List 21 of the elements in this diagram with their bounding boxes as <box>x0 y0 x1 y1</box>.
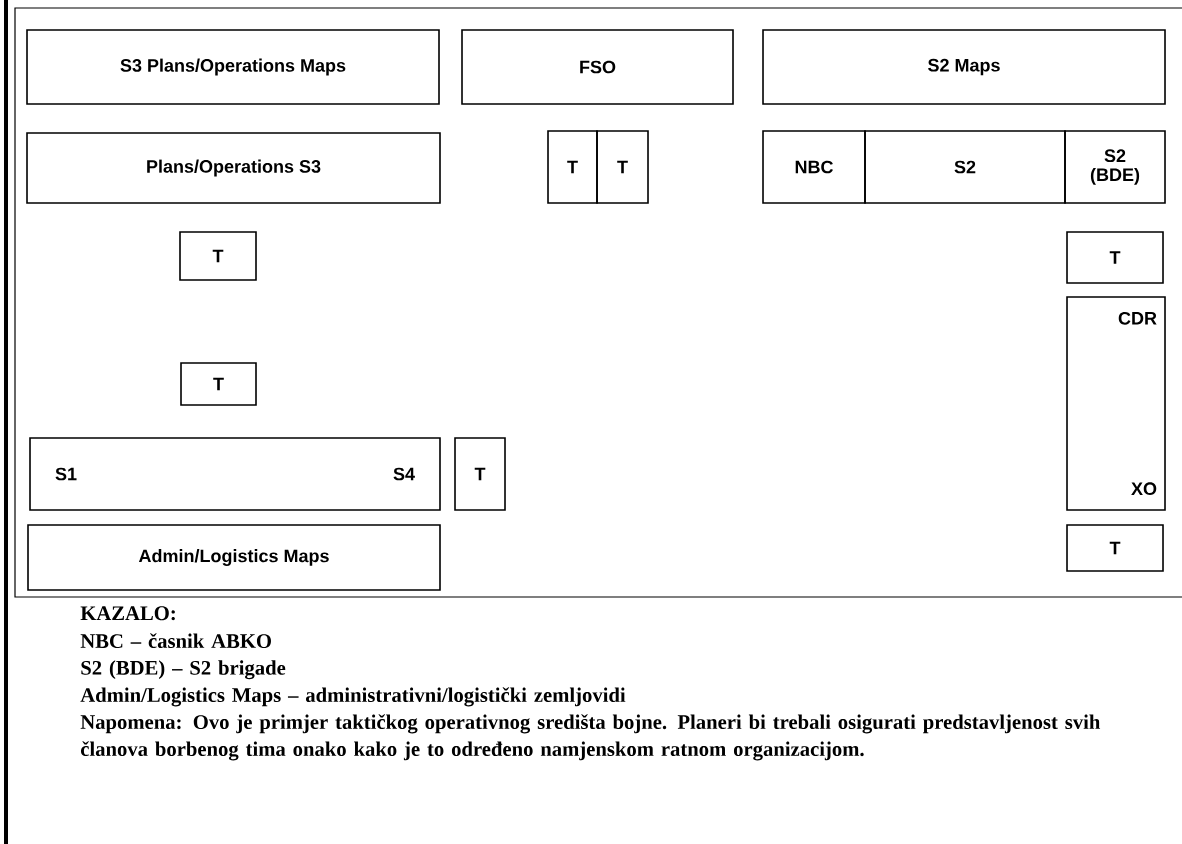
station-box: NBC <box>762 130 866 204</box>
map-board: S3 Plans/Operations Maps <box>26 29 440 105</box>
station-box: S1 S4 <box>29 437 441 511</box>
station-box: S2 <box>864 130 1066 204</box>
station-box: FSO <box>461 29 734 105</box>
station-box: T <box>547 130 598 204</box>
key-entry: NBC – časnik ABKO <box>80 633 271 649</box>
note-text: Napomena: Ovo je primjer taktičkog operativnog središta bojne. Planeri bi trebali osigurati predstavljenost svih članova borbenog tima onako kako je to određeno namjenskom ratnom organizacijom. <box>80 714 1101 761</box>
station-box: CDR XO <box>1066 296 1166 511</box>
map-board: S2 Maps <box>762 29 1166 105</box>
station-box: T <box>179 231 257 281</box>
station-box: T <box>1066 231 1164 284</box>
station-box: T <box>1066 524 1164 572</box>
station-box: S2 (BDE) <box>1064 130 1166 204</box>
map-board: Admin/Logistics Maps <box>27 524 441 591</box>
key-entry: S2 (BDE) – S2 brigade <box>81 660 286 680</box>
station-box: Plans/Operations S3 <box>26 132 441 204</box>
station-box: T <box>180 362 257 406</box>
key-entry: Admin/Logistics Maps – administrativni/logistički zemljovidi <box>80 687 626 707</box>
station-box: T <box>454 437 506 511</box>
station-box: T <box>596 130 649 204</box>
